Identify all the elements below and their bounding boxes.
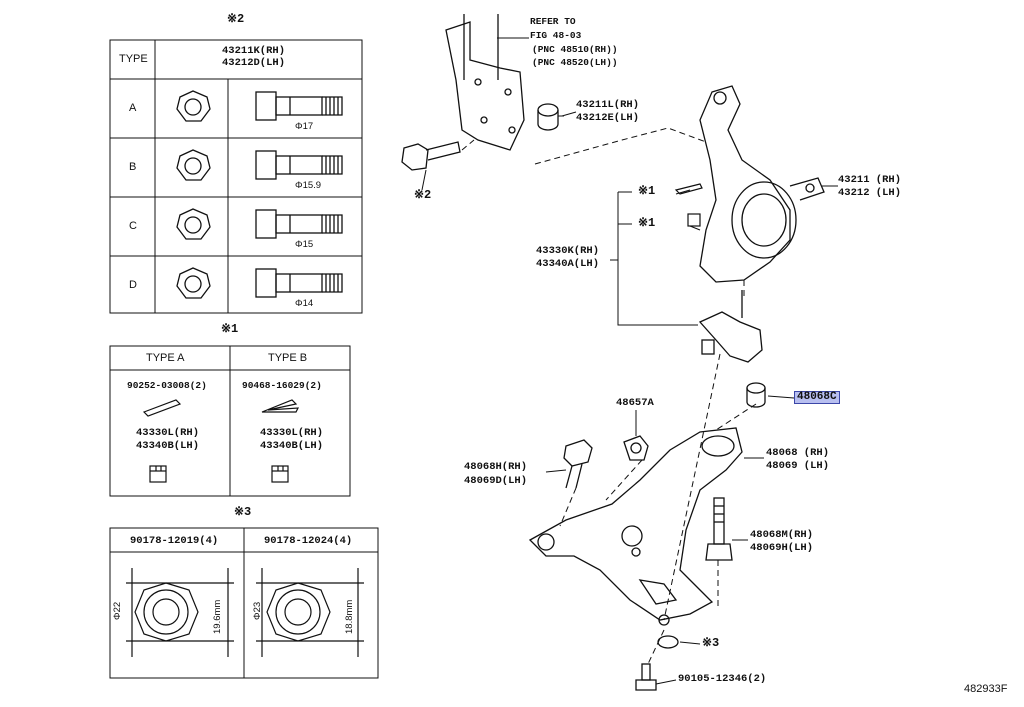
- refer-note-line4: (PNC 48520(LH)): [532, 57, 618, 68]
- clip-type-a-header: TYPE A: [146, 352, 185, 364]
- clip-a-nut-lh[interactable]: 43340B(LH): [136, 440, 200, 452]
- castle-nut-icon-a: [149, 465, 167, 483]
- callout-mark1-pin: ※1: [638, 184, 656, 198]
- clip-a-pin-part-number[interactable]: 90252-03008(2): [127, 380, 207, 391]
- callout-90105[interactable]: 90105-12346(2): [678, 673, 767, 685]
- nut-table-mark: ※3: [234, 505, 252, 519]
- nut-right-height: 18.8mm: [344, 599, 355, 634]
- strut-bracket-part: [445, 14, 525, 151]
- nut-face-icon-d: [176, 267, 211, 299]
- lower-arm-part: [528, 427, 743, 626]
- callout-43330k[interactable]: 43330K(RH): [536, 245, 600, 257]
- castle-nut-icon-b: [271, 465, 289, 483]
- callout-43211[interactable]: 43211 (RH): [838, 174, 902, 186]
- nut-right-diameter: Φ23: [252, 601, 263, 620]
- nut-left-diameter: Φ22: [112, 601, 123, 620]
- callout-mark1-nut: ※1: [638, 216, 656, 230]
- callout-48068h[interactable]: 48068H(RH): [464, 461, 528, 473]
- callout-48069[interactable]: 48069 (LH): [766, 460, 830, 472]
- flange-nut-part: [537, 103, 559, 131]
- front-bolt-part: [563, 439, 593, 489]
- callout-43212e[interactable]: 43212E(LH): [576, 112, 640, 124]
- callout-43211l[interactable]: 43211L(RH): [576, 99, 640, 111]
- bolt-icon-c: [255, 209, 343, 239]
- knuckle-bolt-part: [401, 141, 461, 171]
- rear-nut-part: [657, 635, 679, 649]
- bolt-type-a: A: [129, 102, 137, 114]
- clip-type-b-header: TYPE B: [268, 352, 308, 364]
- callout-48068c-highlighted[interactable]: 48068C: [794, 391, 840, 404]
- clip-pin-icon-b: [261, 399, 300, 413]
- clip-b-pin-part-number[interactable]: 90468-16029(2): [242, 380, 322, 391]
- refer-note-line2[interactable]: FIG 48-03: [530, 30, 582, 41]
- bolt-table-mark: ※2: [227, 12, 245, 26]
- clip-b-nut-lh[interactable]: 43340B(LH): [260, 440, 324, 452]
- bolt-diameter-c: Φ15: [295, 239, 314, 250]
- bolt-icon-d: [255, 268, 343, 298]
- hex-nut-icon-left: [126, 568, 234, 657]
- bottom-bolt-part: [635, 663, 657, 691]
- cotter-pin-icon-a: [142, 399, 182, 417]
- nut-face-icon-c: [176, 208, 211, 240]
- nut-face-icon-a: [176, 90, 211, 122]
- bolt-part-number-rh[interactable]: 43211K(RH): [222, 45, 286, 57]
- bushing-part: [623, 435, 649, 461]
- clip-a-nut-rh[interactable]: 43330L(RH): [136, 427, 200, 439]
- bolt-icon-a: [255, 91, 343, 121]
- callout-48068m[interactable]: 48068M(RH): [750, 529, 814, 541]
- bolt-diameter-a: Φ17: [295, 121, 314, 132]
- callout-48657a[interactable]: 48657A: [616, 397, 654, 409]
- hex-nut-icon-right: [256, 568, 364, 657]
- clip-table-mark: ※1: [221, 322, 239, 336]
- bolt-table-type-header: TYPE: [119, 53, 148, 65]
- bolt-type-c: C: [129, 220, 137, 232]
- callout-48069h[interactable]: 48069H(LH): [750, 542, 814, 554]
- bolt-type-b: B: [129, 161, 137, 173]
- bolt-part-number-lh[interactable]: 43212D(LH): [222, 57, 286, 69]
- bolt-table-frame: [109, 39, 363, 314]
- callout-43340a[interactable]: 43340A(LH): [536, 258, 600, 270]
- ball-joint-part: [698, 290, 763, 363]
- nut-face-icon-b: [176, 149, 211, 181]
- callout-48068[interactable]: 48068 (RH): [766, 447, 830, 459]
- knuckle-castle-nut-part: [687, 213, 701, 227]
- callout-mark3-nut: ※3: [702, 636, 720, 650]
- nut-left-part-number[interactable]: 90178-12019(4): [130, 535, 219, 547]
- nut-right-part-number[interactable]: 90178-12024(4): [264, 535, 353, 547]
- bolt-diameter-b: Φ15.9: [295, 180, 322, 191]
- callout-mark2-bolt: ※2: [414, 188, 432, 202]
- rear-bolt-part: [705, 497, 733, 561]
- callout-43212[interactable]: 43212 (LH): [838, 187, 902, 199]
- bolt-type-d: D: [129, 279, 137, 291]
- steering-knuckle-part: [699, 85, 825, 283]
- knuckle-clip-pin-part: [674, 183, 703, 195]
- bolt-diameter-d: Φ14: [295, 298, 314, 309]
- refer-note-line3: (PNC 48510(RH)): [532, 44, 618, 55]
- nut-left-height: 19.6mm: [212, 599, 223, 634]
- refer-note-line1: REFER TO: [530, 16, 576, 27]
- callout-48069d[interactable]: 48069D(LH): [464, 475, 528, 487]
- bolt-icon-b: [255, 150, 343, 180]
- clip-b-nut-rh[interactable]: 43330L(RH): [260, 427, 324, 439]
- stabilizer-nut-part: [746, 382, 766, 408]
- diagram-id: 482933F: [964, 683, 1008, 695]
